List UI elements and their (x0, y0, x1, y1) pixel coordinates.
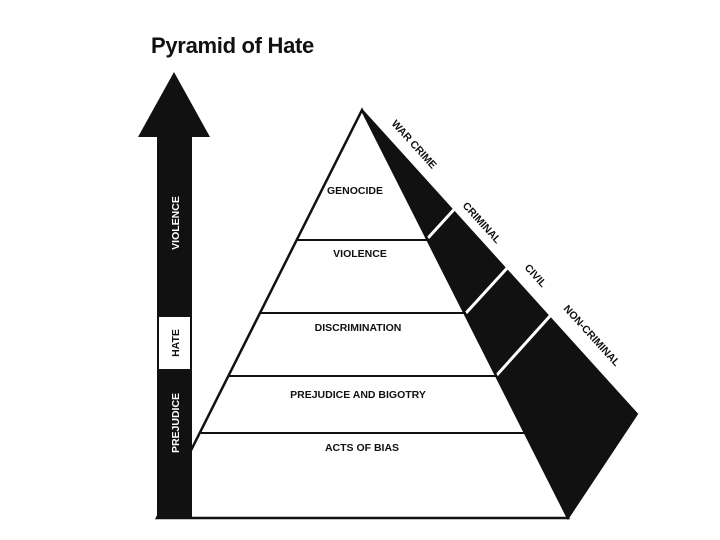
level-label-genocide: GENOCIDE (327, 185, 383, 197)
category-label-civil: CIVIL (522, 262, 549, 290)
wedge-divider-1 (426, 202, 461, 240)
arrow-hate-box (159, 317, 190, 369)
wedge-divider-2 (464, 264, 511, 315)
pyramid: GENOCIDE VIOLENCE DISCRIMINATION PREJUDI… (154, 107, 639, 520)
arrow-head (138, 72, 210, 137)
level-label-discrimination: DISCRIMINATION (315, 322, 402, 334)
wedge-divider-3 (494, 314, 552, 378)
hate-scale-arrow: VIOLENCE HATE PREJUDICE (138, 72, 210, 519)
page-title: Pyramid of Hate (151, 33, 314, 58)
level-label-prejudice-and-bigotry: PREJUDICE AND BIGOTRY (290, 389, 426, 401)
arrow-label-violence: VIOLENCE (170, 196, 182, 250)
level-label-violence: VIOLENCE (333, 248, 387, 260)
arrow-label-hate: HATE (170, 329, 182, 357)
level-label-acts-of-bias: ACTS OF BIAS (325, 442, 399, 454)
arrow-label-prejudice: PREJUDICE (170, 393, 182, 453)
